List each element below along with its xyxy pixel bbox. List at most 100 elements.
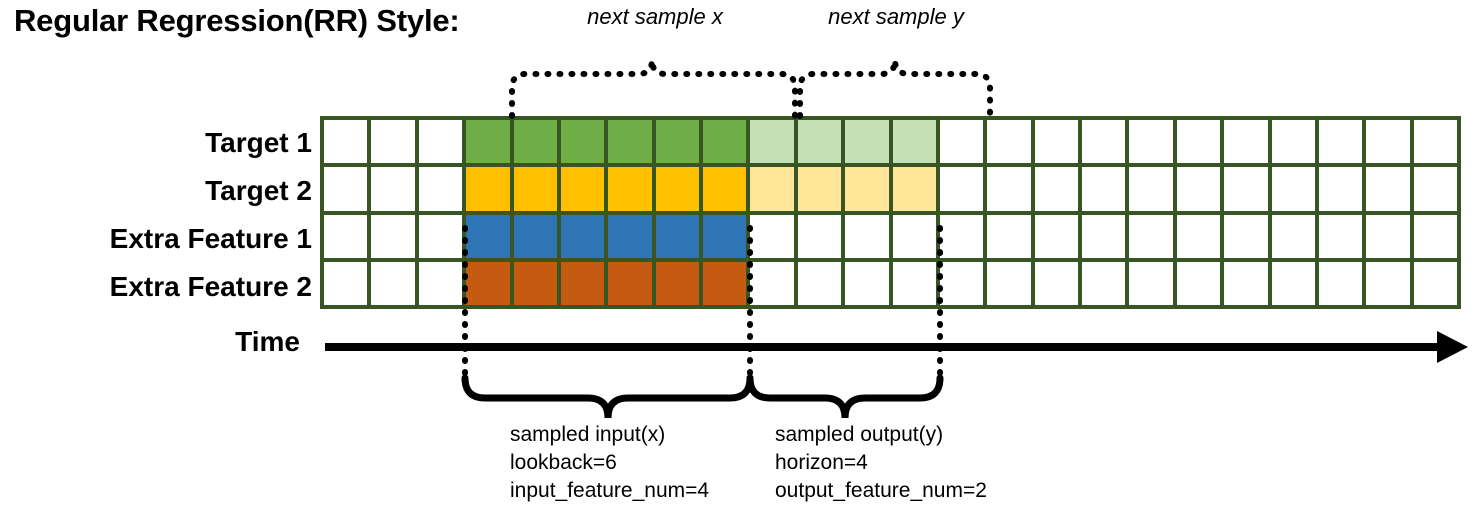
grid-cell (1129, 167, 1173, 211)
grid-cell (987, 214, 1031, 258)
grid-cell (324, 120, 368, 164)
grid-cell (418, 167, 463, 211)
grid-cell (845, 261, 889, 305)
grid-cell (1366, 261, 1410, 305)
grid-cell (797, 167, 842, 211)
grid-cell (797, 261, 842, 305)
grid-cell (608, 120, 652, 164)
annotation-sampled-output-line2: horizon=4 (775, 450, 868, 474)
grid-cell (1413, 120, 1457, 164)
grid-cell (797, 120, 842, 164)
grid-cell (703, 120, 747, 164)
grid-cell (371, 261, 415, 305)
annotation-sampled-output: sampled output(y) horizon=4 output_featu… (775, 421, 987, 505)
grid-cell (1271, 120, 1315, 164)
grid-cell (1318, 261, 1363, 305)
timeline-grid (320, 116, 1461, 309)
grid-cell (655, 214, 699, 258)
grid-cell (1082, 120, 1126, 164)
grid-cell (1129, 214, 1173, 258)
grid-cell (513, 120, 557, 164)
grid-cell (1082, 167, 1126, 211)
annotation-next-sample-y: next sample y (828, 4, 964, 29)
grid-cell (1366, 214, 1410, 258)
grid-cell (939, 261, 984, 305)
row-label-extra-feature-1: Extra Feature 1 (109, 223, 312, 254)
grid-cell (703, 261, 747, 305)
grid-cell (1413, 167, 1457, 211)
row-label-extra-feature-2: Extra Feature 2 (109, 271, 312, 302)
grid-cell (750, 261, 794, 305)
top-brace-next-sample-y (797, 59, 993, 119)
grid-cell (750, 120, 794, 164)
grid-cell (987, 261, 1031, 305)
grid-cell (324, 261, 368, 305)
grid-cell (1366, 167, 1410, 211)
grid-cell (1224, 167, 1268, 211)
grid-cell (987, 167, 1031, 211)
bottom-brace-sampled-input (461, 374, 754, 419)
grid-cell (560, 167, 605, 211)
grid-cell (1224, 261, 1268, 305)
grid-cell (608, 261, 652, 305)
page-title: Regular Regression(RR) Style: (14, 3, 460, 38)
grid-cell (560, 261, 605, 305)
grid-cell (1034, 120, 1078, 164)
grid-cell (418, 214, 463, 258)
grid-cell (513, 167, 557, 211)
grid-cell (1271, 261, 1315, 305)
grid-cell (1366, 120, 1410, 164)
grid-cell (1176, 120, 1221, 164)
grid-cell (418, 261, 463, 305)
grid-cell (1271, 167, 1315, 211)
annotation-sampled-input-line2: lookback=6 (510, 450, 617, 474)
bottom-brace-sampled-output (746, 374, 944, 419)
grid-cell (324, 167, 368, 211)
grid-cell (1176, 167, 1221, 211)
grid-cell (1176, 214, 1221, 258)
annotation-sampled-input-line3: input_feature_num=4 (510, 478, 710, 502)
grid-cell (987, 120, 1031, 164)
grid-cell (939, 214, 984, 258)
grid-cell (655, 261, 699, 305)
grid-cell (324, 214, 368, 258)
grid-cell (892, 214, 936, 258)
grid-cell (371, 214, 415, 258)
grid-cell (845, 214, 889, 258)
grid-cell (466, 120, 510, 164)
grid-cell (750, 214, 794, 258)
grid-cell (1318, 167, 1363, 211)
grid-cell (939, 167, 984, 211)
grid-cell (892, 261, 936, 305)
grid-cell (513, 261, 557, 305)
grid-cell (608, 167, 652, 211)
grid-cell (466, 167, 510, 211)
row-label-column: Target 1 Target 2 Extra Feature 1 Extra … (0, 0, 312, 320)
right-arrow-icon (1437, 331, 1468, 363)
grid-cell (1318, 214, 1363, 258)
grid-cell (1034, 261, 1078, 305)
annotation-sampled-output-line3: output_feature_num=2 (775, 478, 987, 502)
grid-cell (1271, 214, 1315, 258)
annotation-sampled-input-line1: sampled input(x) (510, 423, 666, 446)
grid-cell (1224, 214, 1268, 258)
grid-cell (1318, 120, 1363, 164)
grid-cell (655, 120, 699, 164)
grid-cell (797, 214, 842, 258)
grid-cell (560, 214, 605, 258)
grid-cell (1034, 167, 1078, 211)
grid-cell (1082, 261, 1126, 305)
grid-cell (1413, 261, 1457, 305)
grid-cell (418, 120, 463, 164)
grid-cell (845, 120, 889, 164)
grid-cell (466, 214, 510, 258)
grid-cell (1413, 214, 1457, 258)
grid-cell (845, 167, 889, 211)
grid-cell (560, 120, 605, 164)
grid-cell (1129, 120, 1173, 164)
annotation-next-sample-x: next sample x (587, 4, 723, 29)
grid-cell (1224, 120, 1268, 164)
grid-cell (466, 261, 510, 305)
grid-cell (703, 214, 747, 258)
grid-cell (750, 167, 794, 211)
